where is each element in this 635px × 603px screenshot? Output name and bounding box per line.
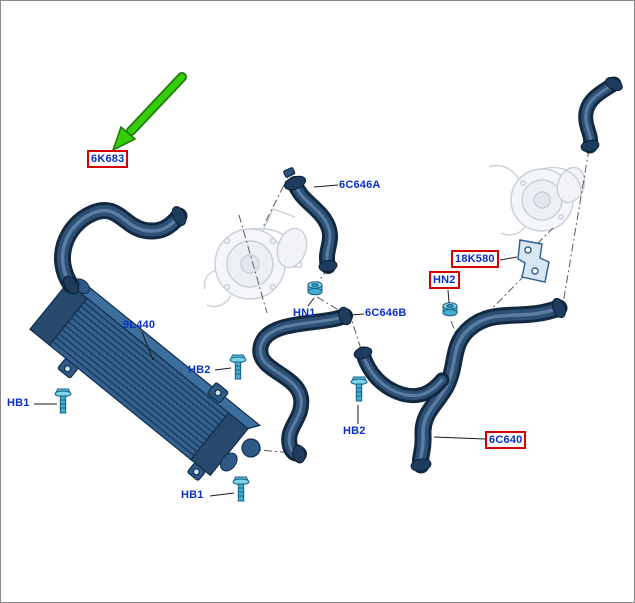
nut-hn2-icon[interactable] <box>442 302 458 317</box>
part-label-hb2-mid[interactable]: HB2 <box>343 425 366 437</box>
part-label-hb2-left[interactable]: HB2 <box>188 364 211 376</box>
nut-hn1-icon[interactable] <box>307 281 323 296</box>
part-label-6k683[interactable]: 6K683 <box>87 150 129 168</box>
turbo-ghost-center <box>203 208 308 308</box>
leader-lines <box>34 184 518 497</box>
hose-6c646a-drawing[interactable] <box>283 167 338 274</box>
part-label-hn1[interactable]: HN1 <box>293 307 316 319</box>
bolt-hb2-mid-icon[interactable] <box>350 376 368 402</box>
hose-6c646b-drawing[interactable] <box>252 305 353 464</box>
part-label-9l440[interactable]: 9L440 <box>123 319 156 331</box>
part-label-6c646b[interactable]: 6C646B <box>365 307 407 319</box>
turbo-ghost-right <box>488 164 586 236</box>
part-label-hn2[interactable]: HN2 <box>429 271 460 289</box>
bolt-hb2-left-icon[interactable] <box>229 354 247 380</box>
part-label-18k580[interactable]: 18K580 <box>451 250 499 268</box>
part-label-hb1-bottom[interactable]: HB1 <box>181 489 204 501</box>
hose-6k683-drawing[interactable] <box>54 202 188 296</box>
part-label-6c646a[interactable]: 6C646A <box>339 179 381 191</box>
intercooler-outlet-flange <box>241 438 261 458</box>
highlight-arrow-icon <box>111 72 187 152</box>
part-label-hb1-left[interactable]: HB1 <box>7 397 30 409</box>
bolt-hb1-left-icon[interactable] <box>54 388 72 414</box>
hose-6c640-drawing[interactable] <box>353 297 568 474</box>
intercooler-drawing[interactable] <box>22 270 268 493</box>
part-label-6c640[interactable]: 6C640 <box>485 431 527 449</box>
hose-upper-right-drawing <box>578 76 623 154</box>
bolt-hb1-bottom-icon[interactable] <box>232 476 250 502</box>
bracket-18k580-drawing[interactable] <box>517 239 550 283</box>
